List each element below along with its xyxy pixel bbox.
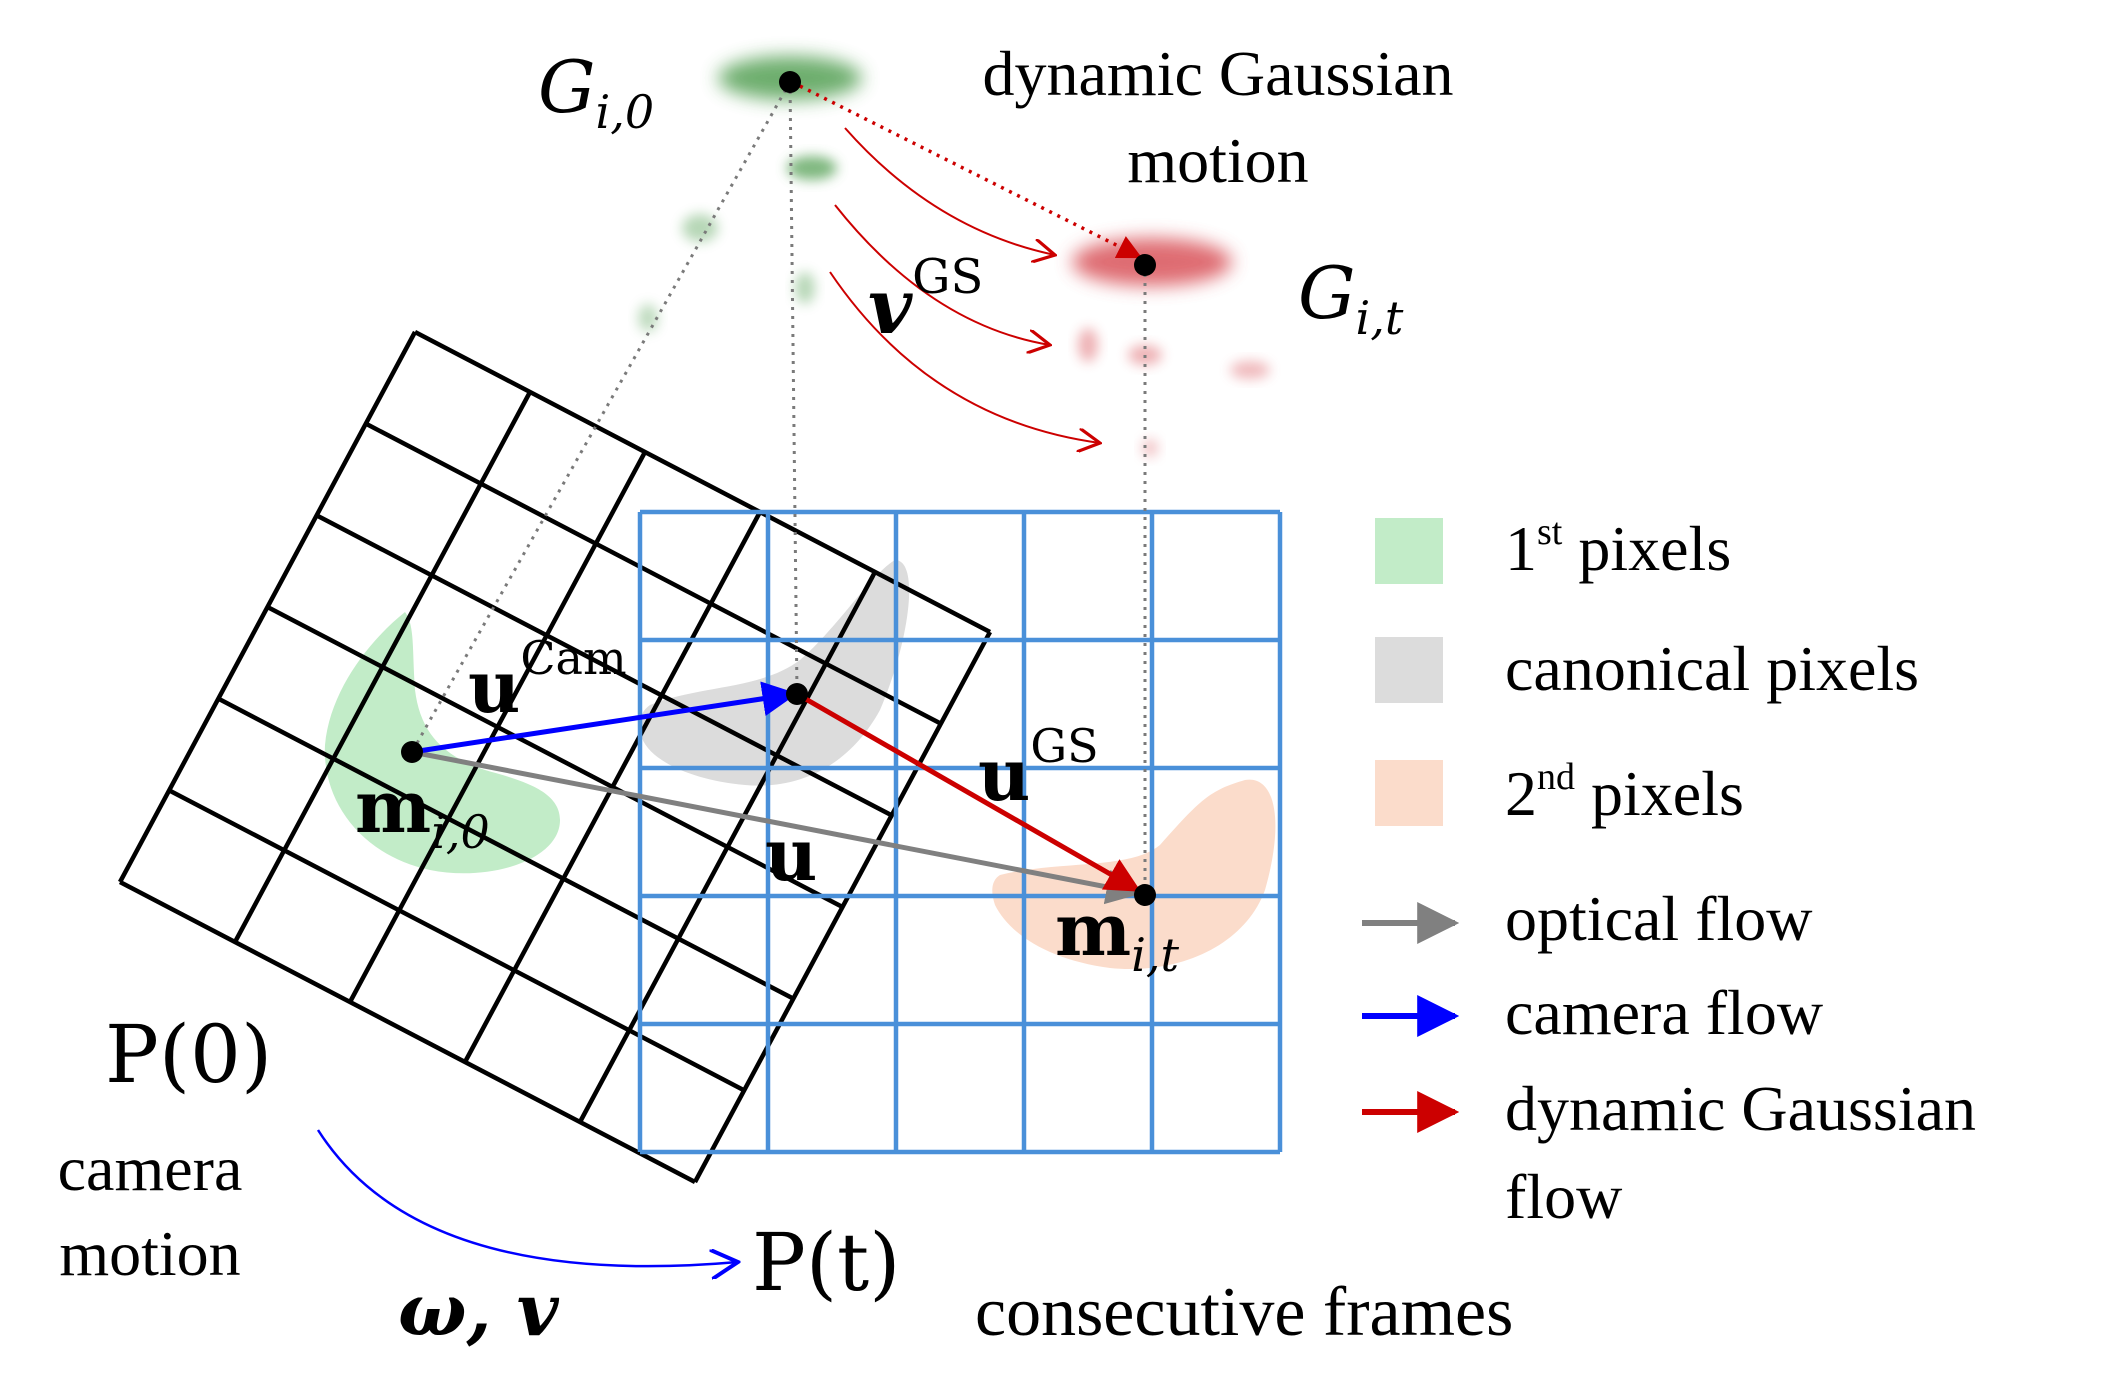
legend-dynamic-flow-2: flow (1505, 1161, 1622, 1232)
label-camera-motion-2: motion (59, 1218, 240, 1289)
point-g-i0 (779, 71, 801, 93)
gaussian-motion-dotted-arrow (791, 80, 1143, 259)
label-g-i0: Gi,0 (538, 45, 654, 139)
canonical-pixels-region (640, 560, 910, 786)
black-grid-line (118, 880, 697, 1184)
legend-swatch-second-pixels (1375, 760, 1443, 826)
legend-second-pixels: 2nd pixels (1505, 756, 1744, 829)
legend: 1st pixels canonical pixels 2nd pixels o… (1362, 511, 1976, 1232)
label-m-it: mi,t (1055, 887, 1180, 982)
optical-flow-arrow (411, 749, 1142, 905)
frame-grid-p0 (118, 330, 992, 1184)
camera-flow-arrow (411, 681, 798, 755)
black-grid-line (266, 605, 844, 909)
legend-swatch-canonical-pixels (1375, 637, 1443, 703)
projection-lines (410, 81, 1147, 895)
first-pixels-region (324, 612, 560, 874)
camera-motion-arc (316, 1129, 738, 1266)
label-v-gs: vGS (868, 249, 983, 351)
dynamic-gaussian-flow-arrow (795, 691, 1142, 893)
label-m-i0: mi,0 (355, 764, 490, 859)
label-u: u (765, 812, 817, 897)
label-dynamic-motion-1: dynamic Gaussian (983, 38, 1454, 109)
legend-first-pixels: 1st pixels (1505, 511, 1731, 584)
legend-optical-flow: optical flow (1505, 883, 1812, 954)
label-consecutive-frames: consecutive frames (975, 1274, 1513, 1351)
black-grid-line (315, 513, 893, 818)
label-pt: P(t) (752, 1216, 900, 1309)
point-g-it (1134, 254, 1156, 276)
black-grid-line (168, 788, 746, 1093)
label-u-cam: uCam (468, 631, 627, 729)
label-p0: P(0) (105, 1008, 272, 1101)
legend-dynamic-flow-1: dynamic Gaussian (1505, 1073, 1976, 1144)
black-grid-line (364, 421, 942, 726)
green-gaussian-trail (638, 56, 862, 332)
label-dynamic-motion-2: motion (1127, 125, 1308, 196)
keypoints (401, 71, 1156, 906)
label-g-it: Gi,t (1298, 251, 1404, 345)
black-grid-line (413, 330, 992, 634)
label-camera-motion-1: camera (58, 1133, 243, 1204)
black-grid-line (217, 696, 795, 1001)
red-gaussian-trail (1072, 238, 1270, 457)
legend-canonical-pixels: canonical pixels (1505, 633, 1919, 704)
legend-swatch-first-pixels (1375, 518, 1443, 584)
label-u-gs: uGS (978, 719, 1099, 817)
frame-grid-pt (637, 509, 1283, 1155)
point-m-i0 (401, 741, 423, 763)
legend-camera-flow: camera flow (1505, 977, 1823, 1048)
gaussian-motion-arcs (829, 127, 1100, 443)
point-canonical (786, 683, 808, 705)
label-omega-v: ω, v (398, 1267, 560, 1352)
point-m-it (1134, 884, 1156, 906)
